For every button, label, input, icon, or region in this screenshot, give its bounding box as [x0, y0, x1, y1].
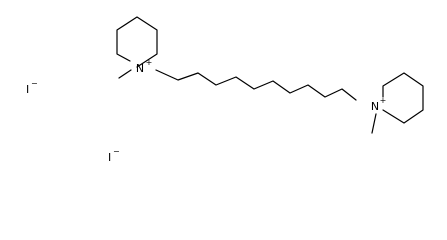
left-n-methyl-bond	[118, 69, 132, 79]
right-nitrogen-atom: N +	[371, 96, 386, 113]
left-nitrogen-charge: +	[146, 58, 153, 67]
chemical-structure: N + N + I − I −	[26, 16, 424, 164]
left-nitrogen-atom: N +	[136, 58, 152, 75]
right-nitrogen-charge: +	[380, 96, 387, 105]
right-nitrogen-label: N	[371, 100, 379, 113]
iodide-2-label: I	[108, 151, 111, 164]
left-nitrogen-label: N	[136, 62, 144, 75]
iodide-ion-1: I −	[26, 79, 38, 96]
right-n-methyl-bond	[371, 113, 377, 134]
iodide-1-charge: −	[31, 79, 38, 88]
iodide-1-label: I	[26, 83, 29, 96]
left-piperidine-ring	[116, 16, 158, 68]
iodide-ion-2: I −	[108, 147, 120, 164]
decyl-chain	[155, 69, 357, 101]
iodide-2-charge: −	[113, 147, 120, 156]
right-piperidine-ring	[382, 72, 424, 124]
